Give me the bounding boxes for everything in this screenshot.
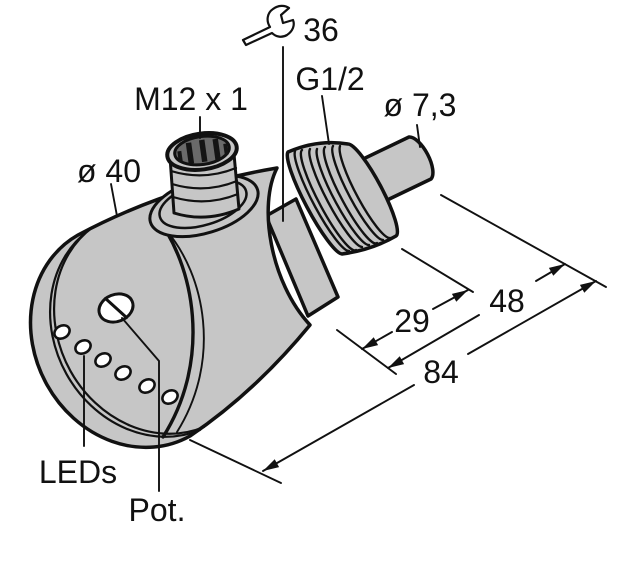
wrench-icon — [241, 4, 295, 47]
sensor-body — [28, 166, 312, 450]
probe-diameter-label: ø 7,3 — [384, 87, 457, 123]
dimension-lines — [189, 194, 607, 484]
dimension-29 — [361, 289, 469, 350]
ext-line-thread-start — [336, 329, 397, 375]
connector-thread-label: M12 x 1 — [134, 81, 248, 117]
screw-slot — [104, 297, 128, 319]
led-4 — [114, 365, 132, 381]
leader-body-dia — [110, 183, 118, 217]
dimension-84 — [262, 280, 597, 472]
ext-line-probe-tip — [440, 194, 607, 288]
led-3 — [94, 352, 112, 368]
potentiometer-screw — [97, 292, 135, 324]
ext-line-front-face — [189, 439, 282, 484]
led-1 — [53, 324, 71, 340]
connector-pins — [177, 138, 229, 164]
dim-29-value: 29 — [394, 303, 430, 339]
leader-g12 — [321, 95, 330, 145]
ext-line-thread-end — [401, 248, 474, 293]
led-2 — [74, 339, 92, 355]
dim-84-value: 84 — [423, 354, 459, 390]
body-diameter-label: ø 40 — [77, 153, 141, 189]
leader-probe-dia — [416, 124, 421, 148]
process-thread-label: G1/2 — [295, 61, 364, 97]
leader-lines — [83, 46, 421, 492]
hex-nut — [264, 197, 340, 318]
dim-48-value: 48 — [489, 283, 525, 319]
leds-label: LEDs — [39, 454, 117, 490]
led-5 — [138, 378, 156, 394]
potentiometer-label: Pot. — [129, 492, 186, 528]
dimension-48 — [387, 263, 566, 369]
led-indicators — [53, 324, 179, 405]
led-6 — [161, 389, 179, 405]
process-thread-section — [285, 140, 400, 256]
leader-pot — [121, 317, 160, 492]
wrench-size-label: 36 — [303, 12, 339, 48]
